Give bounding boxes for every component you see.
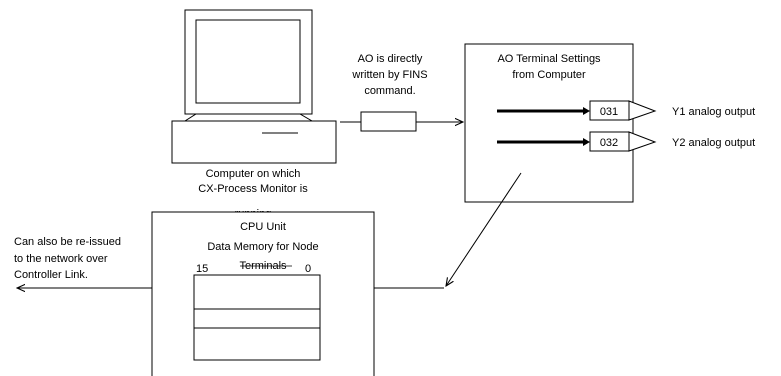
terminal-031-output-tri [628,100,657,121]
network-note-line-1: Can also be re-issued [14,236,121,248]
memory-row-3 [193,327,321,361]
computer-caption-line-2: CX-Process Monitor is [198,183,308,195]
memory-row-1 [193,274,321,310]
ao-to-cpu-arrow [446,172,522,286]
fins-note-line-2: written by FINS [351,69,427,81]
ao-terminal-box [464,43,634,203]
terminal-032-arrowhead [583,138,590,146]
terminal-031-number: 031 [600,106,618,118]
monitor-stand [183,113,314,122]
terminal-031-output-label: Y1 analog output [672,106,755,118]
ao-box-title-line-1: AO Terminal Settings [497,53,601,65]
fins-note-line-1: AO is directly [358,53,423,65]
monitor-screen [195,19,301,104]
network-note-line-3: Controller Link. [14,269,88,281]
terminal-031-arrowhead [583,107,590,115]
computer-icon [171,9,337,164]
terminal-032-output-label: Y2 analog output [672,137,755,149]
cpu-unit-title: CPU Unit [240,221,286,233]
bit-high-label: 15 [196,263,208,275]
data-memory-table [193,274,321,361]
ao-box-title-line-2: from Computer [512,69,586,81]
bit-low-label: 0 [305,263,311,275]
computer-base [171,120,337,164]
terminal-032-output-tri [628,131,657,152]
cpu-unit-subtitle-line-1: Data Memory for Node [207,241,318,253]
fins-command-block [360,111,417,132]
fins-note-line-3: command. [364,85,415,97]
computer-caption-line-1: Computer on which [206,168,301,180]
network-note-line-2: to the network over [14,253,108,265]
memory-row-2 [193,308,321,329]
terminal-032-number: 032 [600,137,618,149]
